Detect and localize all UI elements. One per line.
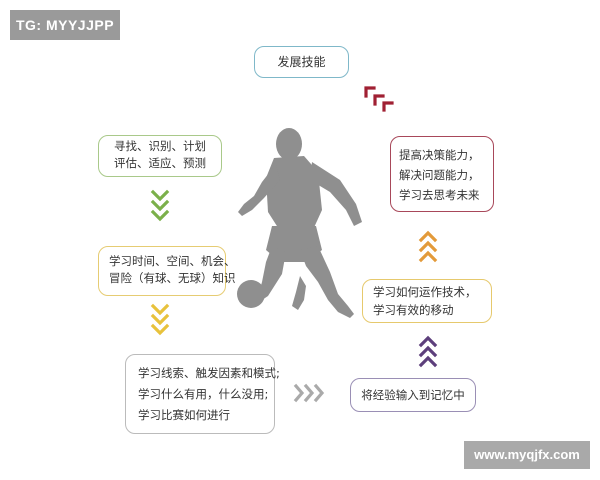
box-line: 寻找、识别、计划 xyxy=(114,139,206,153)
box-line: 学习比赛如何进行 xyxy=(138,408,230,422)
arrow-up-left-red-icon xyxy=(364,86,394,112)
learn-technique-box: 学习如何运作技术， 学习有效的移动 xyxy=(362,279,492,323)
experience-to-memory-box: 将经验输入到记忆中 xyxy=(350,378,476,412)
learn-clues-box: 学习线索、触发因素和模式; 学习什么有用，什么没用; 学习比赛如何进行 xyxy=(125,354,280,434)
watermark-top: TG: MYYJJPP xyxy=(10,10,120,40)
arrow-up-purple-icon xyxy=(418,335,438,368)
box-line: 解决问题能力， xyxy=(399,168,480,182)
box-line: 学习如何运作技术， xyxy=(373,285,477,299)
box-line: 冒险（有球、无球）知识 xyxy=(109,271,236,285)
box-line: 学习什么有用，什么没用; xyxy=(138,387,269,401)
box-line: 学习有效的移动 xyxy=(373,303,454,317)
soccer-player-silhouette-icon xyxy=(237,128,362,318)
arrow-down-green-icon xyxy=(150,189,170,222)
watermark-bottom: www.myqjfx.com xyxy=(464,441,590,469)
box-line: 将经验输入到记忆中 xyxy=(361,388,465,402)
arrow-up-orange-icon xyxy=(418,230,438,263)
improve-decision-box: 提高决策能力， 解决问题能力， 学习去思考未来 xyxy=(390,136,494,212)
box-line: 学习时间、空间、机会、 xyxy=(109,254,236,268)
box-line: 学习线索、触发因素和模式; xyxy=(138,366,280,380)
box-line: 评估、适应、预测 xyxy=(114,156,206,170)
develop-skills-box: 发展技能 xyxy=(254,46,349,78)
arrow-down-yellow-icon xyxy=(150,303,170,336)
learn-time-space-box: 学习时间、空间、机会、 冒险（有球、无球）知识 xyxy=(98,246,236,296)
box-line: 学习去思考未来 xyxy=(399,188,480,202)
arrow-right-gray-icon xyxy=(293,383,325,403)
box-line: 提高决策能力， xyxy=(399,148,480,162)
box-line: 发展技能 xyxy=(277,55,326,69)
find-identify-plan-box: 寻找、识别、计划 评估、适应、预测 xyxy=(98,135,222,177)
